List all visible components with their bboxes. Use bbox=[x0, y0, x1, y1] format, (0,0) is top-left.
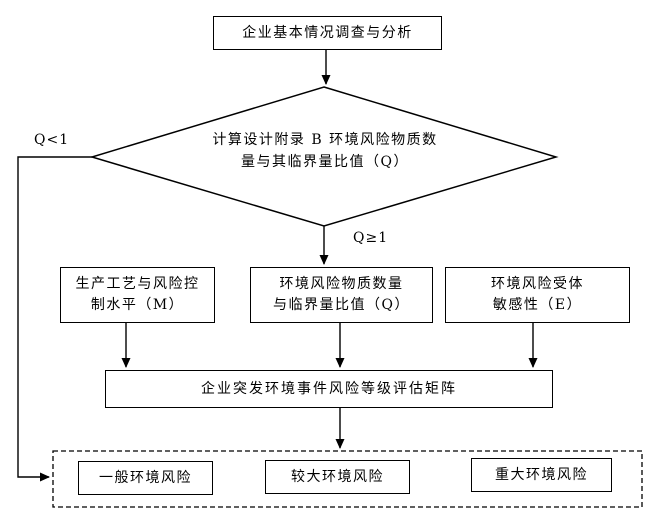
decision-label-line1: 计算设计附录 B 环境风险物质数 bbox=[212, 132, 438, 148]
outcome-group-dashed-border bbox=[52, 450, 643, 508]
decision-label: 计算设计附录 B 环境风险物质数 量与其临界量比值（Q） bbox=[165, 128, 485, 174]
outcome-box-major-label: 重大环境风险 bbox=[495, 466, 588, 483]
survey-box: 企业基本情况调查与分析 bbox=[213, 16, 442, 50]
arrow-q-less-bypass bbox=[17, 156, 92, 482]
survey-box-label: 企业基本情况调查与分析 bbox=[242, 24, 413, 41]
factor-box-q: 环境风险物质数量 与临界量比值（Q） bbox=[250, 267, 433, 323]
outcome-box-general-label: 一般环境风险 bbox=[99, 469, 192, 486]
outcome-box-larger-label: 较大环境风险 bbox=[291, 468, 384, 485]
factor-box-q-line1: 环境风险物质数量 bbox=[279, 276, 404, 292]
branch-label-q-greater: Q≥1 bbox=[353, 230, 389, 246]
outcome-box-major: 重大环境风险 bbox=[471, 458, 612, 492]
factor-box-m-line1: 生产工艺与风险控 bbox=[75, 276, 200, 292]
matrix-box-label: 企业突发环境事件风险等级评估矩阵 bbox=[201, 380, 457, 397]
branch-label-q-less: Q<1 bbox=[34, 132, 70, 148]
factor-box-e-line2: 敏感性（E） bbox=[492, 297, 583, 313]
factor-box-m: 生产工艺与风险控 制水平（M） bbox=[60, 267, 215, 323]
factor-box-m-line2: 制水平（M） bbox=[90, 297, 185, 313]
outcome-box-general: 一般环境风险 bbox=[78, 461, 213, 495]
factor-box-e: 环境风险受体 敏感性（E） bbox=[445, 267, 630, 323]
factor-box-e-line1: 环境风险受体 bbox=[491, 276, 584, 292]
decision-label-line2: 量与其临界量比值（Q） bbox=[241, 154, 409, 170]
factor-box-q-line2: 与临界量比值（Q） bbox=[273, 297, 410, 313]
matrix-box: 企业突发环境事件风险等级评估矩阵 bbox=[105, 370, 553, 408]
outcome-box-larger: 较大环境风险 bbox=[265, 460, 410, 494]
